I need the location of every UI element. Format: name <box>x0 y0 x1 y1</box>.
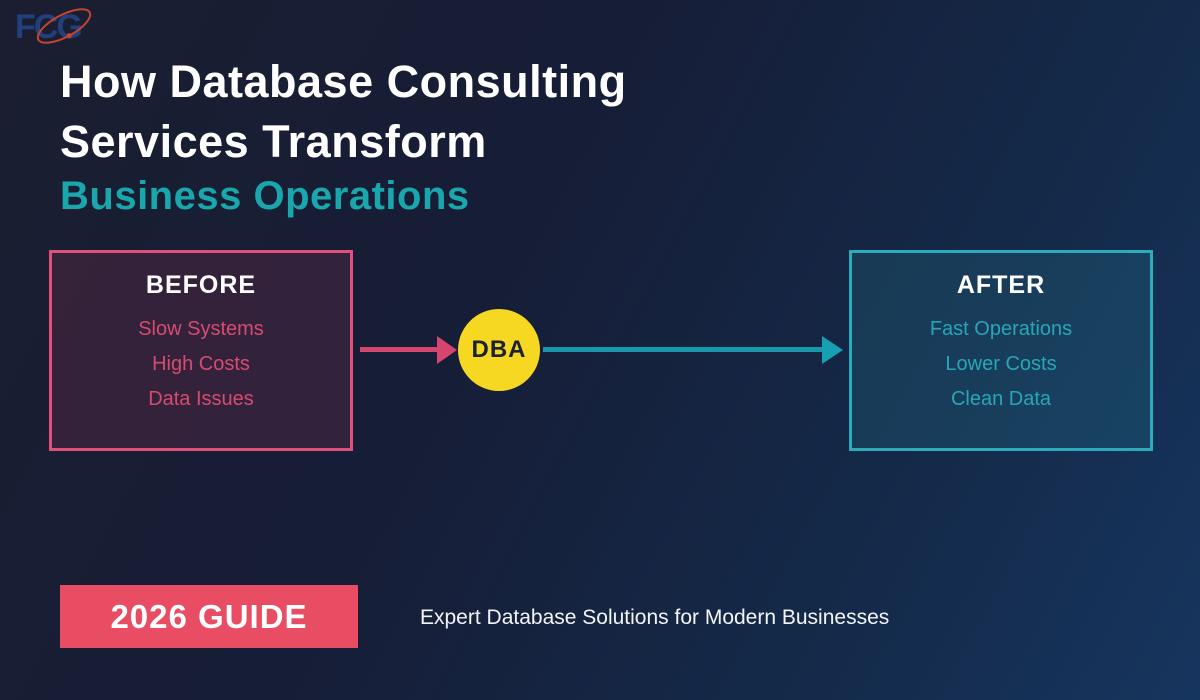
fcg-logo-graphic: FCG <box>15 8 92 46</box>
before-items: Slow Systems High Costs Data Issues <box>52 312 350 417</box>
guide-badge: 2026 GUIDE <box>60 585 358 648</box>
before-to-dba-arrowhead-icon <box>437 336 457 364</box>
before-item: Data Issues <box>148 388 254 410</box>
fcg-logo-text: FCG <box>15 8 81 46</box>
before-title: BEFORE <box>145 271 257 299</box>
dba-circle: DBA <box>458 309 540 391</box>
dba-to-after-arrow <box>543 347 824 352</box>
logo-orbit-icon <box>36 8 92 44</box>
after-items: Fast Operations Lower Costs Clean Data <box>852 312 1150 417</box>
after-item: Fast Operations <box>929 318 1073 340</box>
dba-to-after-arrowhead-icon <box>822 336 843 364</box>
dba-label: DBA <box>471 336 527 363</box>
before-box: BEFORE Slow Systems High Costs Data Issu… <box>49 250 353 451</box>
page-title: How Database Consulting Services Transfo… <box>60 52 627 172</box>
after-item: Lower Costs <box>945 353 1057 375</box>
guide-badge-label: 2026 GUIDE <box>110 597 308 635</box>
after-box: AFTER Fast Operations Lower Costs Clean … <box>849 250 1153 451</box>
after-title: AFTER <box>956 271 1046 299</box>
fcg-logo: FCG <box>12 2 102 50</box>
before-to-dba-arrow <box>360 347 439 352</box>
page-title-line2: Services Transform <box>60 116 487 167</box>
page-title-line1: How Database Consulting <box>60 56 627 107</box>
before-item: Slow Systems <box>138 318 264 340</box>
before-item: High Costs <box>152 353 250 375</box>
after-item: Clean Data <box>950 388 1052 410</box>
page-subtitle: Business Operations <box>60 174 470 218</box>
tagline: Expert Database Solutions for Modern Bus… <box>420 606 890 629</box>
